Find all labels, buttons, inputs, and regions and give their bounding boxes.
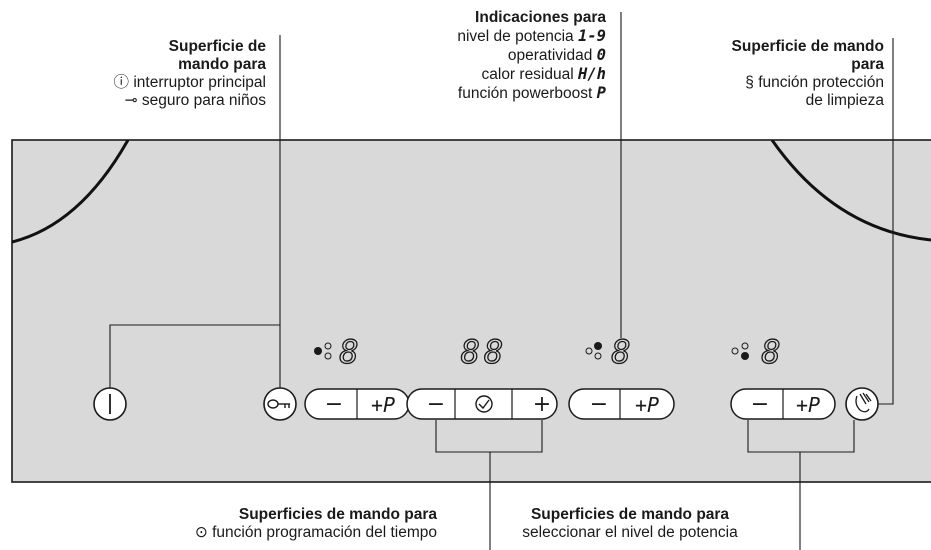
child-lock-button[interactable]: [263, 387, 297, 421]
indications-caption-line-4-text: función powerboost: [457, 85, 593, 102]
main-switch-caption-title-1: Superficie de: [168, 38, 266, 55]
zone1-indicator: 8: [314, 332, 359, 372]
main-switch-caption-title-2: mando para: [178, 56, 266, 73]
zone1-button-group: − +P: [304, 388, 410, 420]
zone1-minus-button[interactable]: −: [325, 392, 343, 417]
main-switch-caption-line-2: ⊸ seguro para niños: [124, 92, 266, 109]
zone2-position-dot-active: [594, 342, 602, 350]
cleaning-button-outline: [845, 387, 879, 421]
callout-power-bracket: [747, 420, 855, 453]
zone1-position-dot-active: [314, 347, 322, 355]
callout-main-switch: [109, 324, 281, 388]
zone2-buttons-outline: [568, 388, 675, 420]
key-icon: [267, 399, 290, 409]
main-switch-caption: Superficie de mando para ⓘ interruptor p…: [114, 38, 266, 110]
indications-caption-line-4: función powerboost P: [457, 84, 606, 103]
indications-glyph-powerboost: P: [596, 84, 606, 102]
indications-caption-line-3-text: calor residual: [481, 66, 574, 83]
indications-caption-line-2: operatividad 0: [457, 46, 606, 65]
zone3-display: 8: [761, 333, 780, 371]
indications-glyph-operative: 0: [596, 46, 606, 64]
timer-buttons-outline: [406, 388, 558, 420]
zone1-plus-p-button[interactable]: +P: [371, 393, 395, 417]
indications-caption-title: Indicaciones para: [475, 9, 606, 26]
power-select-caption: Superficies de mando para seleccionar el…: [470, 506, 790, 542]
timer-display: 88: [461, 333, 508, 371]
timer-plus-button[interactable]: +: [533, 392, 551, 417]
zone2-position-dot: [594, 352, 602, 360]
cleaning-protection-button[interactable]: [845, 387, 879, 421]
timer-button-group: − +: [406, 388, 558, 420]
indications-caption-line-1-text: nivel de potencia: [457, 28, 574, 45]
cleaning-caption-line-2: de limpieza: [805, 92, 884, 109]
cleaning-caption-line-1: § función protección: [745, 74, 884, 91]
timer-minus-button[interactable]: −: [427, 392, 445, 417]
callout-cleaning: [878, 38, 894, 405]
cooktop-glass-panel: [11, 139, 931, 483]
zone3-button-group: − +P: [730, 388, 836, 420]
zone2-minus-button[interactable]: −: [590, 392, 608, 417]
indications-caption-line-2-text: operatividad: [507, 47, 593, 64]
timer-caption-title: Superficies de mando para: [238, 506, 437, 523]
callout-timer-bracket: [435, 420, 543, 453]
cleaning-caption-title-2: para: [851, 56, 884, 73]
zone3-minus-button[interactable]: −: [751, 392, 769, 417]
indications-glyph-power-level: 1-9: [578, 27, 606, 45]
clock-icon[interactable]: [475, 395, 493, 413]
cooking-zone-left-arc: [12, 140, 130, 244]
main-switch-button[interactable]: [93, 387, 127, 421]
zone3-plus-p-button[interactable]: +P: [796, 393, 820, 417]
zone3-position-dot: [731, 347, 739, 355]
zone2-display: 8: [611, 333, 630, 371]
indications-caption-line-1: nivel de potencia 1-9: [457, 27, 606, 46]
main-switch-caption-line-1: ⓘ interruptor principal: [113, 74, 266, 91]
timer-caption-line-1: ⊙ función programación del tiempo: [194, 524, 437, 541]
cooking-zone-right-arc: [770, 140, 931, 242]
indications-caption: Indicaciones para nivel de potencia 1-9 …: [457, 9, 606, 103]
zone2-button-group: − +P: [568, 388, 675, 420]
cleaning-hand-icon: [855, 392, 872, 413]
zone3-position-dot: [741, 342, 749, 350]
cleaning-caption: Superficie de mando para § función prote…: [732, 38, 884, 110]
zone3-position-dot-active: [741, 352, 749, 360]
zone2-plus-p-button[interactable]: +P: [635, 393, 659, 417]
zone1-position-dot: [324, 342, 332, 350]
timer-caption: Superficies de mando para ⊙ función prog…: [195, 506, 437, 542]
zone3-indicator: 8: [731, 332, 781, 372]
indications-glyph-residual-heat: H/h: [578, 65, 606, 83]
cleaning-caption-title-1: Superficie de mando: [731, 38, 884, 55]
power-select-caption-title: Superficies de mando para: [530, 506, 730, 523]
indications-caption-line-3: calor residual H/h: [457, 65, 607, 84]
zone2-position-dot: [585, 347, 593, 355]
zone1-position-dot: [324, 352, 332, 360]
power-select-caption-line-1: seleccionar el nivel de potencia: [522, 524, 738, 541]
zone1-display: 8: [339, 333, 358, 371]
callout-lines: [109, 12, 894, 550]
zone2-indicator: 8: [585, 332, 631, 372]
